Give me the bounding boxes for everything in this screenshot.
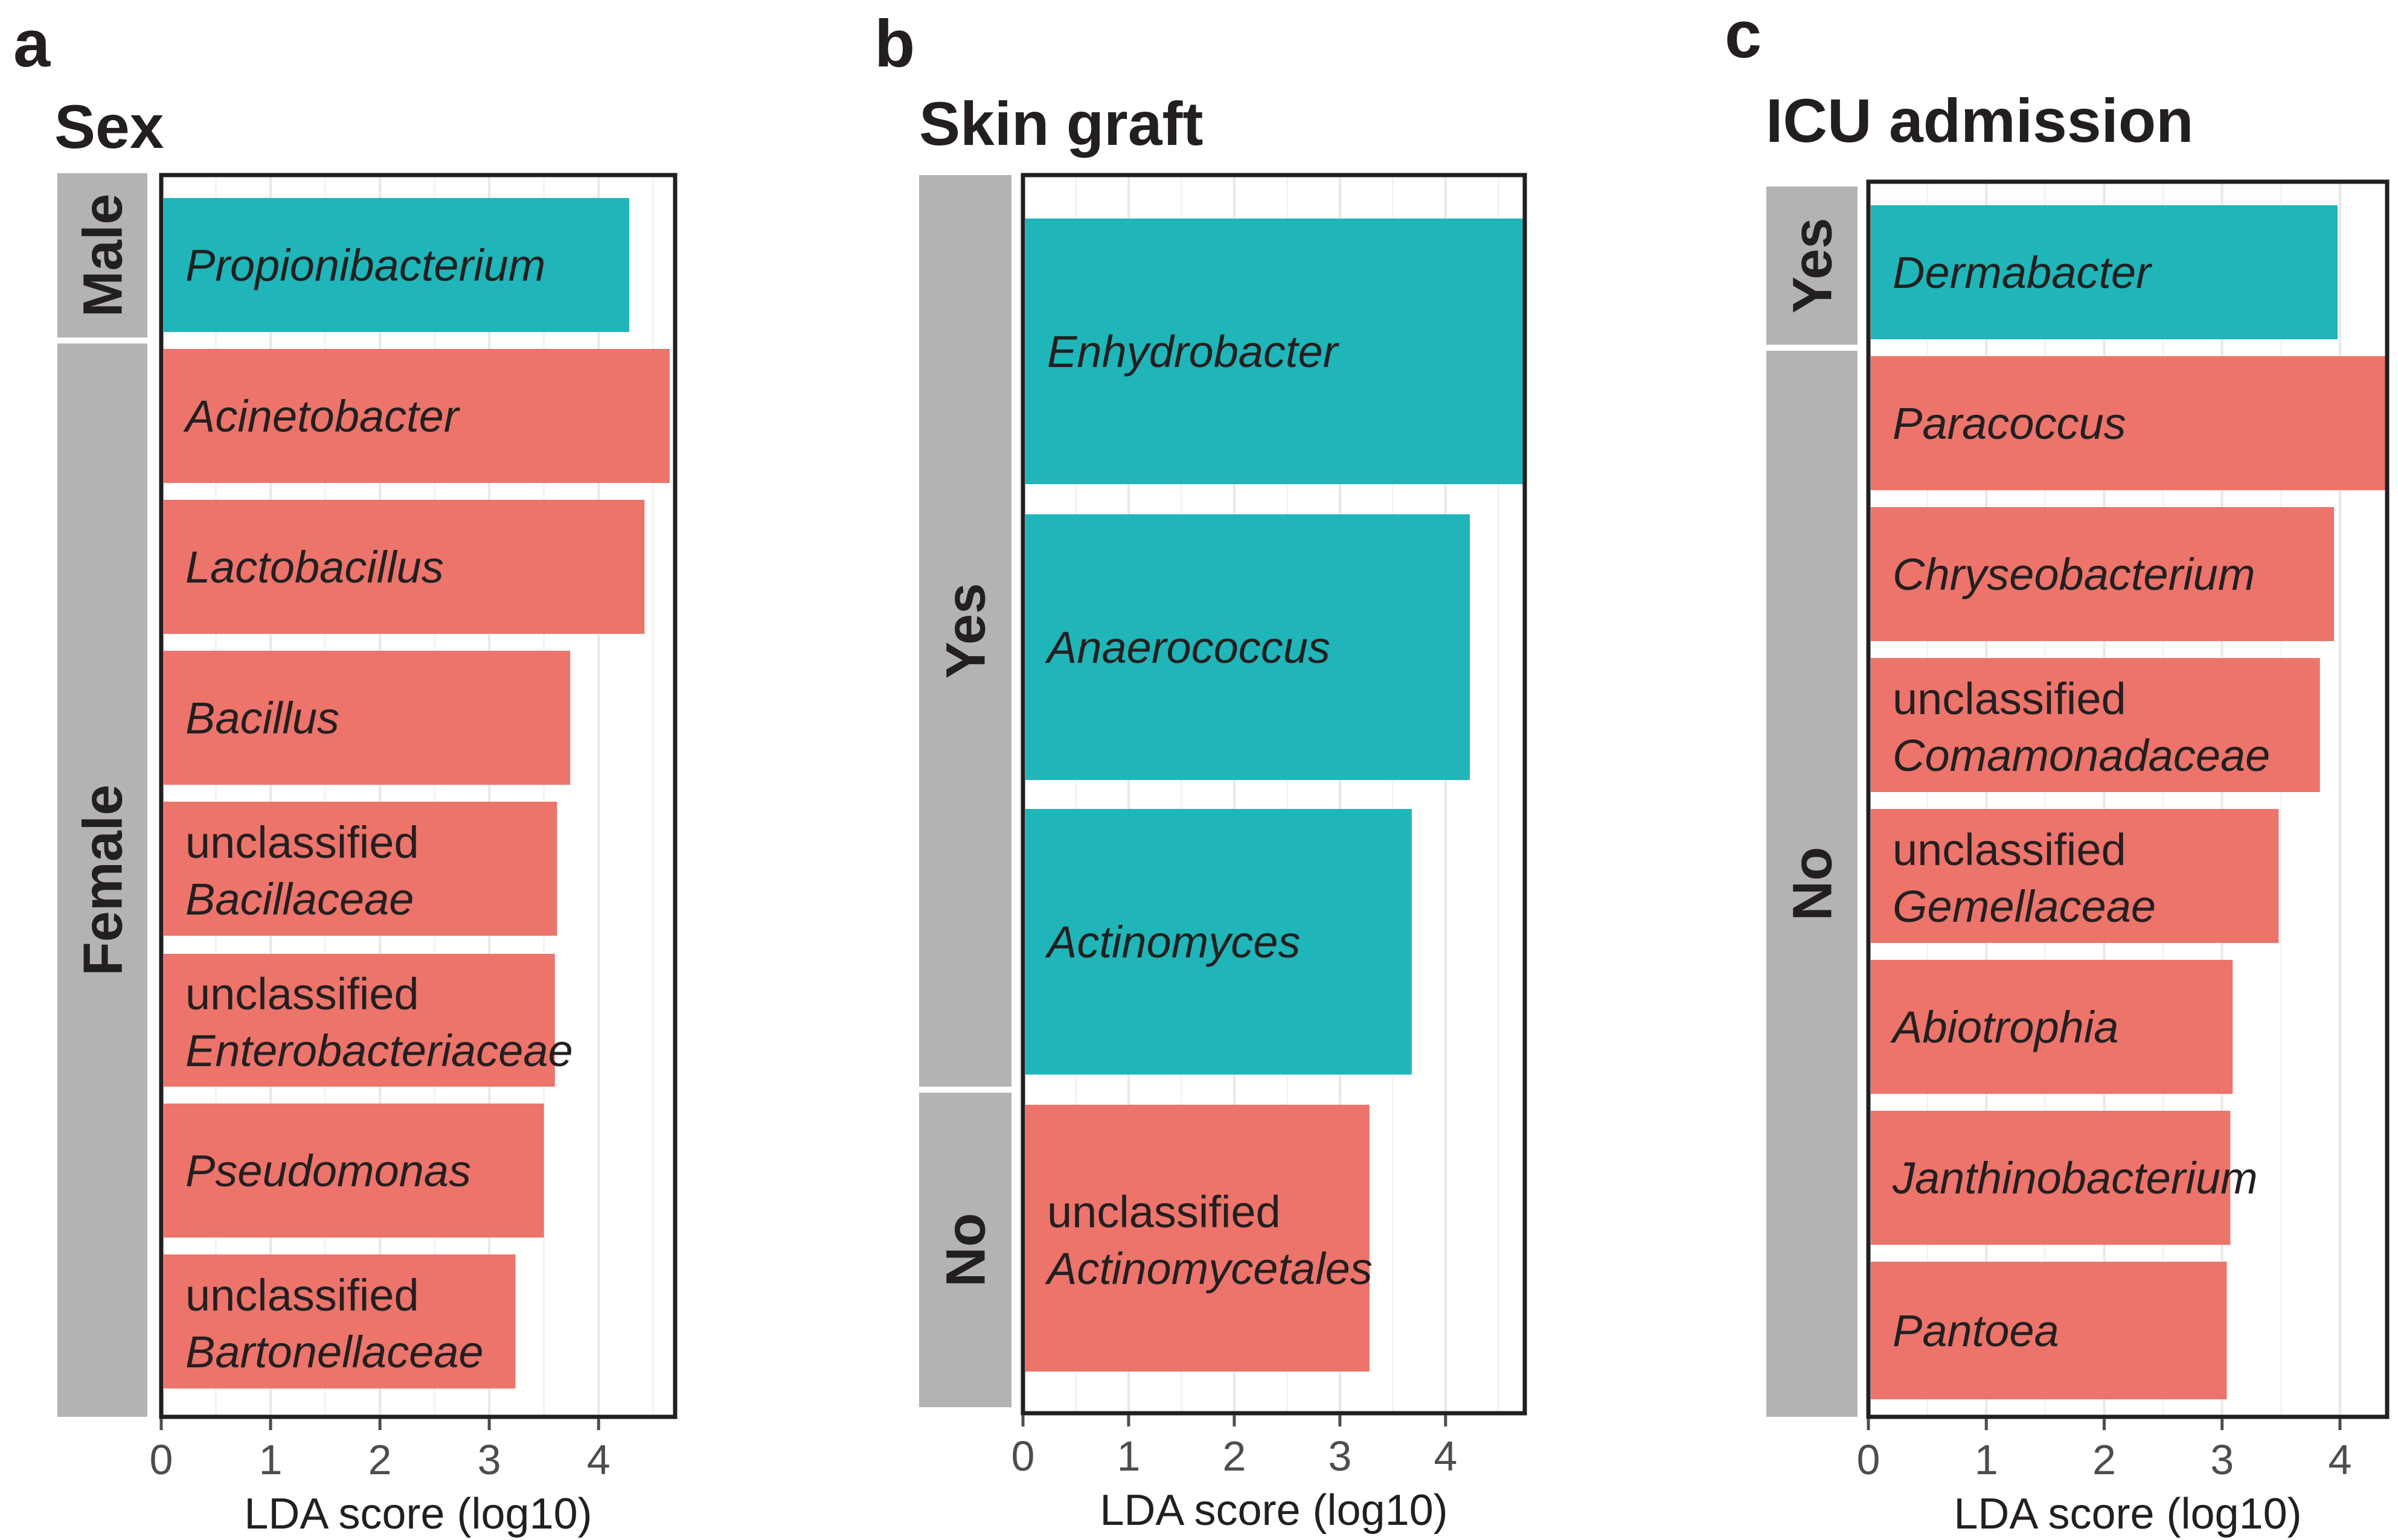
x-tick-label: 3	[478, 1436, 501, 1483]
bar	[1871, 1262, 2227, 1399]
bar-label-taxon: Enhydrobacter	[1047, 327, 1340, 377]
bar-label-taxon: Abiotrophia	[1890, 1002, 2118, 1052]
bar-label-prefix: unclassified	[185, 969, 419, 1019]
x-axis-title: LDA score (log10)	[1100, 1486, 1447, 1535]
bar	[1025, 514, 1470, 780]
x-tick-label: 4	[1434, 1433, 1457, 1480]
x-tick-label: 0	[1857, 1436, 1880, 1483]
chart-panel-a: aSexPropionibacteriumAcinetobacterLactob…	[13, 7, 678, 1538]
bar-label-taxon: Actinomycetales	[1045, 1244, 1373, 1294]
bar-label-taxon: Janthinobacterium	[1892, 1153, 2258, 1203]
bar	[164, 954, 555, 1087]
bar	[1025, 809, 1412, 1075]
x-axis-title: LDA score (log10)	[1954, 1490, 2301, 1538]
chart-title: Skin graft	[919, 89, 1203, 158]
bar	[164, 802, 557, 936]
bar	[1871, 356, 2387, 490]
x-tick-label: 2	[1222, 1433, 1246, 1480]
facet-strip-label: Male	[72, 194, 134, 318]
bar	[164, 349, 670, 483]
bar-label-taxon: Paracoccus	[1893, 398, 2126, 449]
bar	[164, 651, 571, 785]
bar	[1871, 658, 2320, 792]
plot-frame	[1866, 179, 2390, 1419]
bar	[164, 198, 629, 332]
facet-strip	[1766, 351, 1858, 1417]
bar	[164, 500, 645, 634]
facet-strip	[919, 175, 1011, 1087]
x-tick-label: 1	[259, 1436, 283, 1483]
facet-strip-label: No	[1782, 847, 1844, 921]
panel-letter: b	[874, 7, 915, 81]
bar	[1871, 960, 2233, 1094]
facet-strip-label: Yes	[1782, 218, 1844, 314]
bar-label-prefix: unclassified	[1893, 825, 2126, 875]
facet-strip	[919, 1093, 1011, 1407]
x-tick-label: 3	[2210, 1436, 2234, 1483]
bar-label-taxon: Bartonellaceae	[185, 1327, 484, 1377]
bar-label-prefix: unclassified	[185, 817, 419, 867]
bar	[1871, 1111, 2231, 1245]
bar	[1871, 205, 2338, 339]
bar-label-taxon: Chryseobacterium	[1893, 549, 2255, 599]
bar-label-taxon: Lactobacillus	[185, 542, 444, 592]
bar	[1871, 809, 2279, 943]
chart-title: ICU admission	[1766, 86, 2193, 155]
panel-letter: a	[13, 7, 51, 81]
x-tick-label: 1	[1975, 1436, 1998, 1483]
x-tick-label: 0	[1011, 1433, 1035, 1480]
bar-label-taxon: Enterobacteriaceae	[185, 1026, 573, 1076]
facet-strip	[1766, 187, 1858, 345]
bar-label-taxon: Pantoea	[1893, 1306, 2059, 1356]
bar-label-taxon: Propionibacterium	[185, 240, 545, 290]
bar	[1871, 507, 2335, 641]
x-tick-label: 3	[1328, 1433, 1351, 1480]
bar-label-taxon: Comamonadaceae	[1893, 730, 2270, 781]
bar-label-taxon: Gemellaceae	[1893, 881, 2156, 931]
plot-frame	[1021, 173, 1527, 1416]
x-tick-label: 2	[368, 1436, 392, 1483]
x-tick-label: 0	[150, 1436, 173, 1483]
plot-frame	[159, 173, 678, 1419]
bar-label-taxon: Actinomyces	[1045, 917, 1300, 967]
bar-label-prefix: unclassified	[1047, 1187, 1281, 1237]
panel-letter: c	[1725, 0, 1762, 72]
x-tick-label: 1	[1117, 1433, 1140, 1480]
facet-strip	[57, 173, 147, 337]
x-axis-title: LDA score (log10)	[244, 1490, 592, 1538]
bar	[164, 1254, 516, 1388]
x-tick-label: 2	[2092, 1436, 2116, 1483]
bar-label-taxon: Pseudomonas	[185, 1146, 471, 1196]
bar-label-prefix: unclassified	[1893, 674, 2126, 724]
bar	[1025, 1105, 1370, 1372]
facet-strip-label: Female	[72, 784, 134, 976]
x-tick-label: 4	[587, 1436, 611, 1483]
bar	[1025, 219, 1525, 484]
bar-label-taxon: Acinetobacter	[183, 391, 461, 441]
chart-title: Sex	[54, 92, 164, 161]
facet-strip-label: No	[935, 1213, 997, 1287]
facet-strip-label: Yes	[935, 583, 997, 679]
bar-label-prefix: unclassified	[185, 1270, 419, 1320]
bar	[164, 1104, 544, 1238]
bar-label-taxon: Dermabacter	[1893, 248, 2153, 298]
x-tick-label: 4	[2328, 1436, 2352, 1483]
bar-label-taxon: Bacillaceae	[185, 874, 414, 924]
facet-strip	[57, 343, 147, 1417]
bar-label-taxon: Anaerococcus	[1045, 622, 1330, 673]
bar-label-taxon: Bacillus	[185, 693, 339, 743]
